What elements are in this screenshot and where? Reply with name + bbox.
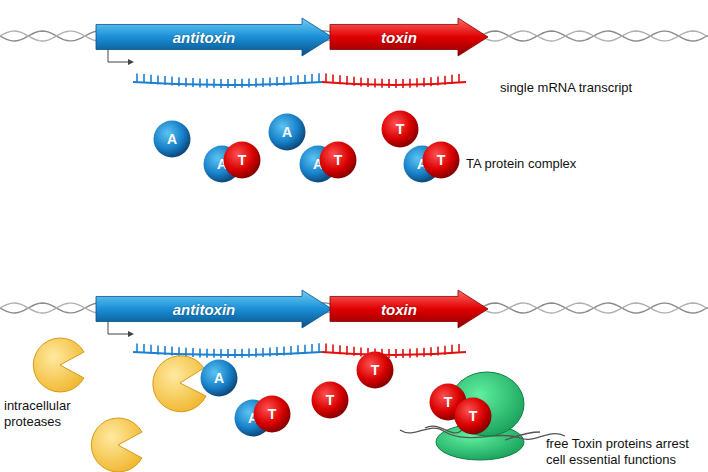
mrna-transcript: [133, 73, 466, 88]
gene-arrow: antitoxin: [96, 18, 332, 56]
protein-letter: T: [238, 152, 247, 168]
annotation: TA protein complex: [466, 156, 616, 172]
gene-name: toxin: [381, 301, 417, 318]
ribosome: [400, 372, 565, 460]
toxin-protein: T: [381, 110, 419, 148]
toxin-protein: T: [454, 397, 492, 435]
toxin-protein: T: [356, 351, 394, 389]
protein-letter: T: [268, 406, 277, 422]
promoter-arrowhead: [128, 59, 134, 65]
toxin-protein: T: [223, 141, 261, 179]
protein-letter: A: [167, 131, 177, 147]
toxin-protein: T: [253, 395, 291, 433]
antitoxin-protein: A: [200, 359, 238, 397]
annotation: single mRNA transcript: [500, 80, 700, 96]
protein-letter: T: [396, 121, 405, 137]
protein-letter: T: [326, 392, 335, 408]
antitoxin-protein: A: [268, 113, 306, 151]
annotation: intracellular proteases: [4, 398, 94, 431]
toxin-protein: T: [422, 141, 460, 179]
promoter-arrowhead: [128, 331, 134, 337]
toxin-protein: T: [311, 381, 349, 419]
toxin-protein: T: [319, 141, 357, 179]
gene-name: antitoxin: [173, 301, 236, 318]
protein-letter: T: [437, 152, 446, 168]
protein-letter: A: [282, 124, 292, 140]
protein-letter: T: [469, 408, 478, 424]
gene-arrow: antitoxin: [96, 290, 332, 328]
protein-letter: T: [334, 152, 343, 168]
protein-letter: A: [214, 370, 224, 386]
gene-name: antitoxin: [173, 29, 236, 46]
annotation: free Toxin proteins arrest cell essentia…: [546, 436, 704, 469]
gene-arrow: toxin: [330, 290, 488, 328]
protein-letter: T: [371, 362, 380, 378]
gene-arrow: toxin: [330, 18, 488, 56]
antitoxin-protein: A: [153, 120, 191, 158]
gene-name: toxin: [381, 29, 417, 46]
protein-letter: T: [444, 394, 453, 410]
